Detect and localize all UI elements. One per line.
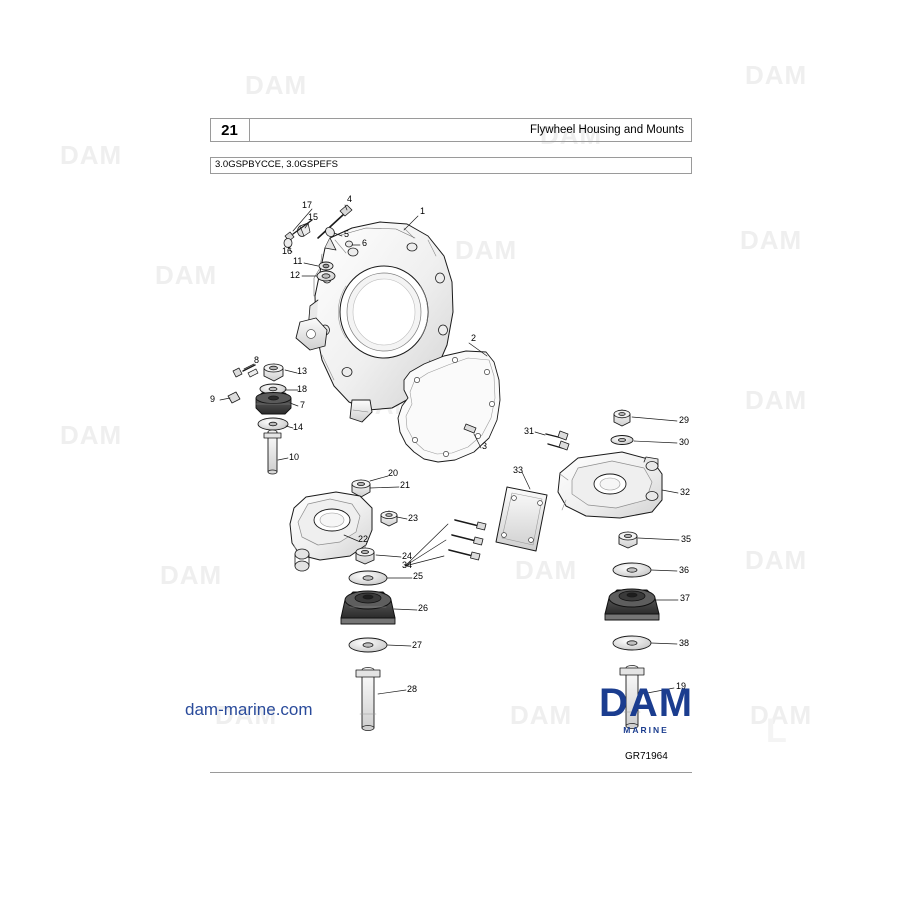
callout-15: 15 (308, 212, 319, 222)
callout-37: 37 (680, 593, 691, 603)
callout-22: 22 (358, 534, 369, 544)
callout-7: 7 (300, 400, 306, 410)
callout-30: 30 (679, 437, 690, 447)
part-nut-29-washer-30 (610, 409, 634, 445)
watermark: DAM (160, 560, 223, 590)
watermark: DAM (750, 700, 813, 730)
part-plate-33 (495, 486, 548, 552)
callout-24: 24 (402, 551, 413, 561)
callout-35: 35 (681, 534, 692, 544)
watermark: DAM (60, 140, 123, 170)
site-link[interactable]: dam-marine.com (185, 700, 313, 719)
logo-subtitle: MARINE (623, 725, 669, 735)
part-upper-fasteners (283, 204, 353, 248)
callout-10: 10 (289, 452, 300, 462)
callout-33: 33 (513, 465, 524, 475)
callout-27: 27 (412, 640, 423, 650)
callout-11: 11 (293, 256, 303, 266)
callout-29: 29 (679, 415, 690, 425)
callout-5: 5 (344, 229, 350, 239)
watermark: L (766, 712, 787, 750)
callout-21: 21 (400, 480, 411, 490)
callout-25: 25 (413, 571, 424, 581)
watermark: DAM (455, 235, 518, 265)
watermark: DAM (740, 225, 803, 255)
part-flywheel-housing (295, 221, 454, 423)
callout-19: 19 (676, 681, 687, 691)
models-text: 3.0GSPBYCCE, 3.0GSPEFS (215, 159, 339, 170)
callout-6: 6 (362, 238, 368, 248)
callout-34: 34 (402, 560, 413, 570)
watermark: DAM (745, 60, 808, 90)
part-left-bracket-assembly (289, 479, 398, 731)
callout-8: 8 (254, 355, 260, 365)
section-number: 21 (210, 118, 250, 142)
watermark: DAM (745, 385, 808, 415)
callout-18: 18 (297, 384, 308, 394)
watermark: DAM (745, 545, 808, 575)
callout-17: 17 (302, 200, 313, 210)
callout-14: 14 (293, 422, 304, 432)
callout-36: 36 (679, 565, 690, 575)
callout-1: 1 (420, 206, 426, 216)
page-title: Flywheel Housing and Mounts (529, 124, 684, 136)
callout-38: 38 (679, 638, 690, 648)
callout-2: 2 (471, 333, 477, 343)
part-right-bracket (557, 451, 663, 519)
part-plug-11-12 (316, 261, 336, 282)
part-bolts-34 (448, 519, 487, 561)
part-left-mount-stack (227, 363, 292, 475)
part-fasteners-31 (545, 430, 570, 451)
watermark: DAM (355, 390, 418, 420)
callout-12: 12 (290, 270, 301, 280)
callout-13: 13 (297, 366, 308, 376)
callout-16: 16 (282, 246, 293, 256)
watermark: DAM (515, 555, 578, 585)
callout-28: 28 (407, 684, 418, 694)
watermark: DAM (510, 700, 573, 730)
drawing-code: GR71964 (625, 751, 668, 762)
callout-31: 31 (524, 426, 535, 436)
callout-20: 20 (388, 468, 399, 478)
callout-26: 26 (418, 603, 429, 613)
watermark: DAM (155, 260, 218, 290)
callout-23: 23 (408, 513, 419, 523)
leader-lines (219, 204, 680, 695)
models-frame (210, 157, 692, 174)
callout-3: 3 (482, 441, 488, 451)
watermark: DAM (245, 70, 308, 100)
dam-marine-logo: DAM MARINE (586, 683, 706, 743)
callout-32: 32 (680, 487, 691, 497)
callout-4: 4 (347, 194, 353, 204)
watermark: DAM (60, 420, 123, 450)
callout-9: 9 (210, 394, 216, 404)
logo-wordmark: DAM (598, 681, 694, 725)
header-frame (210, 118, 692, 142)
footer-rule (210, 772, 692, 773)
